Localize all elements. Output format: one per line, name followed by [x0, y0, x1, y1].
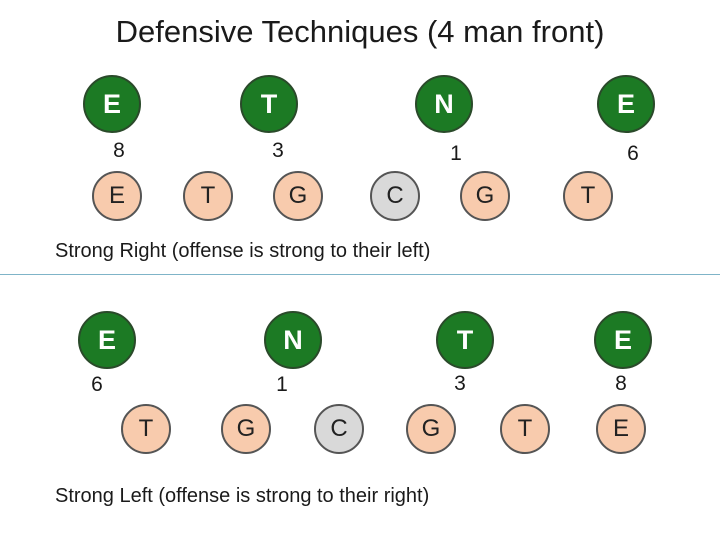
defender-end-right: E [594, 311, 652, 369]
technique-number: 1 [276, 373, 288, 396]
defender-tackle: T [436, 311, 494, 369]
technique-number: 3 [454, 372, 466, 395]
technique-number: 3 [272, 139, 284, 162]
diagram-caption: Strong Left (offense is strong to their … [55, 485, 430, 507]
offense-guard: G [406, 404, 456, 454]
offense-tackle: T [563, 171, 613, 221]
technique-number: 6 [91, 373, 103, 396]
offense-center: C [370, 171, 420, 221]
defender-end-left: E [83, 75, 141, 133]
offense-end: E [596, 404, 646, 454]
defender-end-left: E [78, 311, 136, 369]
technique-number: 8 [615, 372, 627, 395]
offense-tackle: T [121, 404, 171, 454]
diagram-caption: Strong Right (offense is strong to their… [55, 240, 431, 262]
offense-tackle: T [183, 171, 233, 221]
defender-nose: N [415, 75, 473, 133]
offense-center: C [314, 404, 364, 454]
section-divider [0, 274, 720, 275]
offense-end: E [92, 171, 142, 221]
technique-number: 8 [113, 139, 125, 162]
defender-end-right: E [597, 75, 655, 133]
technique-number: 6 [627, 142, 639, 165]
offense-guard: G [460, 171, 510, 221]
offense-guard: G [221, 404, 271, 454]
page-title: Defensive Techniques (4 man front) [115, 14, 605, 49]
defender-tackle: T [240, 75, 298, 133]
defender-nose: N [264, 311, 322, 369]
offense-guard: G [273, 171, 323, 221]
offense-tackle: T [500, 404, 550, 454]
technique-number: 1 [450, 142, 462, 165]
